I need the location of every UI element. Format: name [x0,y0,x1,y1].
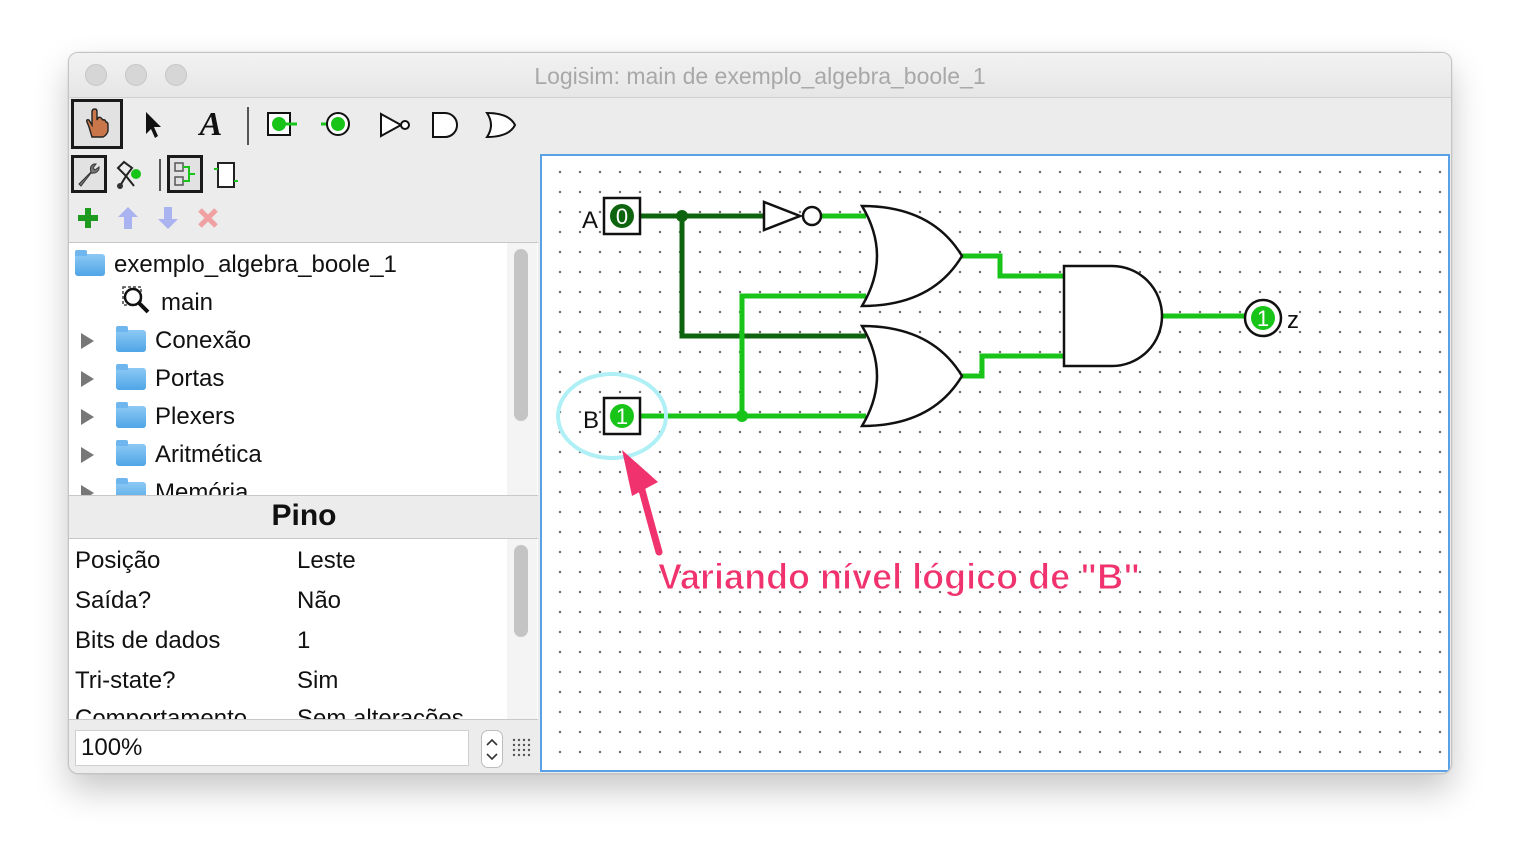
zoom-stepper[interactable] [481,730,503,768]
annotation-label: Variando nível lógico de "B" [658,556,1140,597]
attribute-row[interactable]: Posição Leste [75,541,356,581]
select-arrow-tool-icon[interactable] [137,105,169,145]
folder-icon [116,478,146,495]
or-gate-lower[interactable] [859,324,964,428]
library-label: Memória [155,479,249,496]
tree-item-library[interactable]: Aritmética [81,437,262,473]
attributes-scrollbar[interactable] [507,539,537,719]
attribute-value[interactable]: Não [297,587,342,614]
logisim-window: Logisim: main de exemplo_algebra_boole_1… [68,52,1452,774]
project-name: exemplo_algebra_boole_1 [114,251,397,278]
text-tool-icon[interactable]: A [199,106,223,143]
move-up-icon[interactable] [115,205,141,231]
pin-a-value: 0 [616,204,628,229]
and-gate[interactable] [1062,264,1164,368]
add-circuit-icon[interactable] [75,205,101,231]
pin-b-label: B [583,407,599,434]
attribute-label: Bits de dados [75,627,221,654]
folder-icon [116,440,146,466]
move-down-icon[interactable] [155,205,181,231]
folder-icon [75,250,105,276]
input-pin-a[interactable]: 0 [602,196,642,236]
title-bar: Logisim: main de exemplo_algebra_boole_1 [69,53,1451,98]
attribute-label: Posição [75,547,161,574]
wire-a-low [640,213,866,339]
simulation-tree-icon[interactable] [111,157,147,193]
folder-icon [116,364,146,390]
close-window-button[interactable] [85,64,107,86]
toolbar-separator [247,107,249,145]
folder-icon [116,326,146,352]
appearance-view-icon[interactable] [209,157,243,193]
input-pin-b[interactable]: 1 [602,396,642,436]
pin-z-value: 1 [1257,306,1269,331]
library-label: Plexers [155,403,236,430]
attribute-label: Tri-state? [75,667,176,694]
attributes-scrollbar-thumb[interactable] [514,545,528,637]
wire-junction [676,210,688,222]
window-title: Logisim: main de exemplo_algebra_boole_1 [534,63,986,89]
attribute-row[interactable]: Comportamento Sem alterações [75,699,464,720]
attribute-value[interactable]: Sem alterações [297,705,464,720]
highlight-ellipse [556,372,668,460]
disclosure-triangle-icon[interactable] [81,447,94,463]
output-pin-z[interactable]: 1 [1243,298,1283,338]
and-gate-tool-icon[interactable] [429,109,463,141]
wire-high [640,213,1246,419]
disclosure-triangle-icon[interactable] [81,371,94,387]
minimize-window-button[interactable] [125,64,147,86]
attribute-row[interactable]: Saída? Não [75,581,341,621]
attribute-row[interactable]: Bits de dados 1 [75,621,310,661]
zoom-window-button[interactable] [165,64,187,86]
attribute-label: Comportamento [75,705,248,720]
disclosure-triangle-icon[interactable] [81,485,94,495]
attribute-value[interactable]: 1 [297,627,311,654]
disclosure-triangle-icon[interactable] [81,333,94,349]
disclosure-triangle-icon[interactable] [81,409,94,425]
library-label: Conexão [155,327,252,354]
attribute-label: Saída? [75,587,152,614]
library-label: Aritmética [155,441,262,468]
wire-junction [736,410,748,422]
pin-b-value: 1 [616,404,628,429]
wrench-toolbox-icon[interactable] [71,155,107,193]
tree-item-main[interactable]: main [121,285,213,321]
tree-item-library[interactable]: Portas [81,361,224,397]
folder-icon [116,402,146,428]
tree-item-library[interactable]: Memória [81,475,249,496]
explorer-tree: exemplo_algebra_boole_1 main Conexão Por… [69,242,538,496]
tree-item-library[interactable]: Conexão [81,323,251,359]
circuit-name: main [161,289,214,316]
magnifier-circuit-icon [121,285,151,322]
not-gate[interactable] [762,200,823,232]
or-gate-upper[interactable] [859,204,964,308]
tree-scrollbar-thumb[interactable] [514,249,528,421]
attribute-row[interactable]: Tri-state? Sim [75,661,338,701]
attributes-table: Posição Leste Saída? Não Bits de dados 1… [69,538,538,720]
grid-toggle-icon[interactable] [511,737,533,759]
pin-z-label: z [1287,307,1299,334]
zoom-field[interactable]: 100% [75,730,469,766]
tree-scrollbar[interactable] [507,243,537,495]
not-gate-tool-icon[interactable] [377,109,413,141]
attribute-value[interactable]: Leste [297,547,356,574]
tree-item-project[interactable]: exemplo_algebra_boole_1 [75,247,397,283]
tree-item-library[interactable]: Plexers [81,399,235,435]
toolbar-separator [159,159,161,191]
or-gate-tool-icon[interactable] [483,109,519,141]
attributes-title: Pino [271,499,337,532]
attribute-value[interactable]: Sim [297,667,339,694]
input-pin-tool-icon[interactable] [265,109,299,141]
delete-circuit-icon[interactable] [195,205,221,231]
hand-poke-tool-icon[interactable] [71,99,123,149]
layout-view-icon[interactable] [167,155,203,193]
output-pin-tool-icon[interactable] [319,109,355,141]
pin-a-label: A [582,207,598,234]
annotation-arrow [622,450,663,556]
library-label: Portas [155,365,225,392]
